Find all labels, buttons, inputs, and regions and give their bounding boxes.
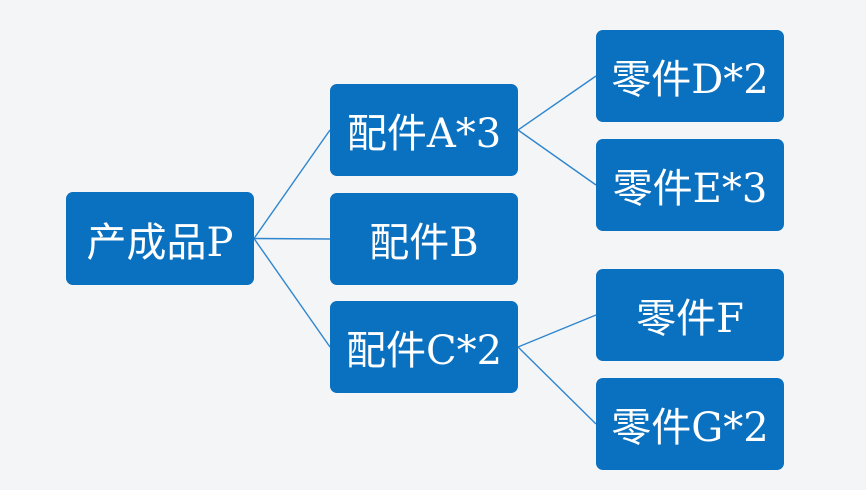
connector-c-to-f	[517, 314, 597, 348]
connector-a-to-d	[517, 75, 597, 131]
connector-a-to-e	[517, 129, 597, 186]
connector-root-to-c	[253, 238, 331, 348]
node-component-c: 配件C*2	[330, 301, 518, 393]
connector-root-to-b	[253, 237, 331, 240]
node-component-b: 配件B	[330, 193, 518, 285]
node-part-e: 零件E*3	[596, 139, 784, 231]
node-finished-product-p: 产成品P	[66, 192, 254, 285]
node-part-f: 零件F	[596, 269, 784, 361]
connector-root-to-a	[253, 129, 331, 239]
node-part-d: 零件D*2	[596, 30, 784, 122]
node-part-g: 零件G*2	[596, 378, 784, 470]
connector-c-to-g	[517, 346, 597, 425]
node-component-a: 配件A*3	[330, 84, 518, 176]
